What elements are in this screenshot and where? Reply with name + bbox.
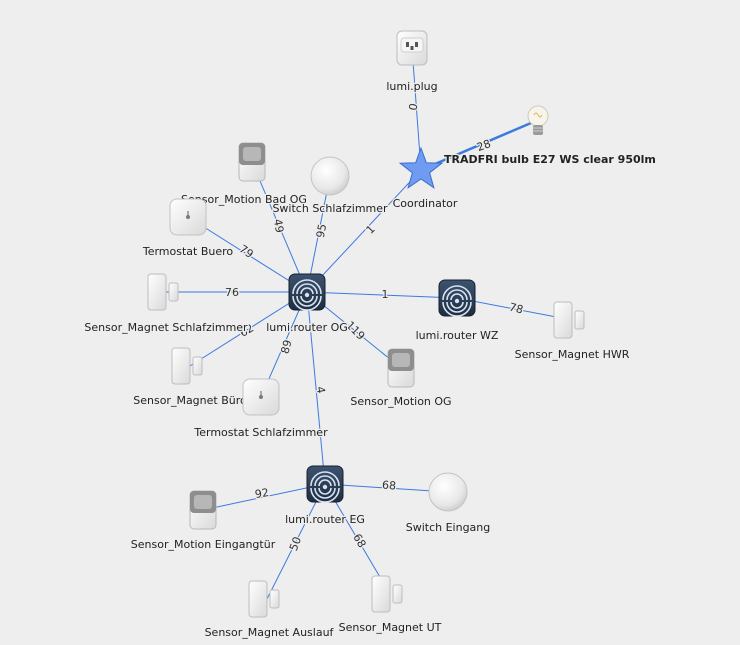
node-router-eg[interactable]: lumi.router EG [284,465,366,527]
edge-line [306,169,422,293]
node-motion-og[interactable]: Sensor_Motion OG [349,348,453,409]
edge-label: 50 [287,535,304,553]
motion-sensor-icon [189,490,217,530]
router-icon [288,273,326,311]
round-switch-icon [310,156,350,196]
edge-label: 92 [254,486,270,501]
edge-label: 1 [364,223,378,237]
motion-sensor-icon [387,348,415,388]
edge-line [456,297,573,321]
thermostat-icon [242,378,280,416]
node-label: lumi.router OG [266,321,348,334]
edge-label: 95 [314,223,329,239]
node-switch-schlaf[interactable]: Switch Schlafzimmer [271,156,389,216]
edge-line [306,175,331,293]
edge-line [251,161,308,293]
edge-line [420,118,539,172]
edge-line [411,47,422,171]
node-coord[interactable]: Coordinator [391,146,459,211]
edge-line [202,483,326,511]
node-label: Sensor_Motion Eingangtür [131,538,276,551]
node-label: Sensor_Magnet UT [339,621,442,634]
router-icon [438,279,476,317]
node-magnet-schlaf[interactable]: Sensor_Magnet Schlafzimmer [83,273,249,335]
round-switch-icon [428,472,468,512]
node-motion-bad[interactable]: Sensor_Motion Bad OG [180,142,308,207]
node-bulb[interactable]: TRADFRI bulb E27 WS clear 950lm [443,105,657,167]
edge-label: 78 [508,300,525,316]
node-label: lumi.router WZ [416,329,499,342]
node-label: Sensor_Magnet Büro [133,394,247,407]
motion-sensor-icon [238,142,266,182]
bulb-icon [527,105,549,135]
node-motion-eing[interactable]: Sensor_Motion Eingangtür [130,490,277,552]
node-label: lumi.plug [386,80,437,93]
edge-line [306,291,458,299]
edge-line [189,291,308,367]
edge-label: 0 [406,102,420,111]
edge-label: 1 [382,288,389,301]
star-icon [398,146,444,189]
node-label: Sensor_Magnet Schlafzimmer [84,321,248,334]
node-label: Sensor_Magnet Auslauf [205,626,335,639]
node-switch-eing[interactable]: Switch Eingang [404,472,492,535]
node-magnet-ut[interactable]: Sensor_Magnet UT [337,575,443,635]
node-label: Termostat Schlafzimmer [193,426,328,439]
node-termo-schlaf[interactable]: Termostat Schlafzimmer [192,378,329,440]
node-label: Switch Schlafzimmer [272,202,388,215]
edge-label: 4 [313,385,327,394]
node-label: Sensor_Motion OG [350,395,451,408]
node-magnet-auslauf[interactable]: Sensor_Magnet Auslauf [203,580,336,640]
door-magnet-icon [171,347,203,385]
edge-line [306,291,326,485]
node-magnet-hwr[interactable]: Sensor_Magnet HWR [513,301,631,362]
node-label: Termostat Buero [142,245,234,258]
edge-label: 76 [225,286,239,299]
edge-label: 89 [278,338,294,355]
edge-label: 68 [350,531,368,550]
plug-icon [396,30,428,66]
edge-label: 68 [382,478,397,492]
door-magnet-icon [147,273,179,311]
edge-line [324,483,449,493]
node-router-og[interactable]: lumi.router OG [265,273,349,335]
node-label: lumi.router EG [285,513,365,526]
node-magnet-buero[interactable]: Sensor_Magnet Büro [132,347,248,408]
edge-label: 28 [475,137,493,154]
node-label: TRADFRI bulb E27 WS clear 950lm [444,153,656,166]
node-termo-buero[interactable]: Termostat Buero [141,198,235,259]
node-label: Sensor_Magnet HWR [515,348,630,361]
node-label: Coordinator [393,197,458,210]
node-label: Sensor_Motion Bad OG [181,193,307,206]
door-magnet-icon [371,575,403,613]
edge-line [187,216,308,293]
router-icon [306,465,344,503]
door-magnet-icon [553,301,585,339]
node-router-wz[interactable]: lumi.router WZ [414,279,500,343]
edge-label: 49 [271,218,286,234]
thermostat-icon [169,198,207,236]
edge-line [266,483,326,600]
node-label: Switch Eingang [406,521,491,534]
door-magnet-icon [248,580,280,618]
node-plug[interactable]: lumi.plug [385,30,439,94]
